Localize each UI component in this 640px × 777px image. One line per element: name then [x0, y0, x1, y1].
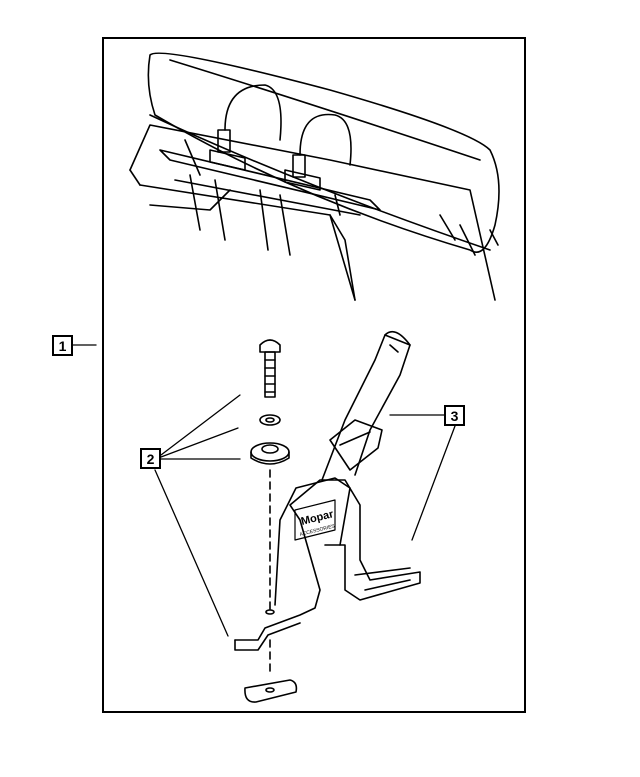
diagram-frame: [102, 37, 526, 713]
leader-3b: [411, 425, 456, 541]
strap-bracket: [234, 477, 421, 651]
vehicle-roof-illustration: [129, 52, 500, 301]
callout-2: 2: [140, 448, 161, 469]
slide-nut: [244, 679, 298, 703]
leader-2b: [160, 427, 239, 458]
strap: [321, 330, 411, 481]
grommet-washer: [250, 442, 290, 465]
lock-washer: [259, 414, 281, 426]
leader-2d: [154, 469, 229, 637]
leader-2a: [160, 394, 241, 456]
leader-lines: [72, 344, 456, 637]
bolt: [259, 339, 281, 398]
mopar-logo: [294, 499, 336, 541]
callout-1: 1: [52, 335, 73, 356]
callout-3: 3: [444, 405, 465, 426]
